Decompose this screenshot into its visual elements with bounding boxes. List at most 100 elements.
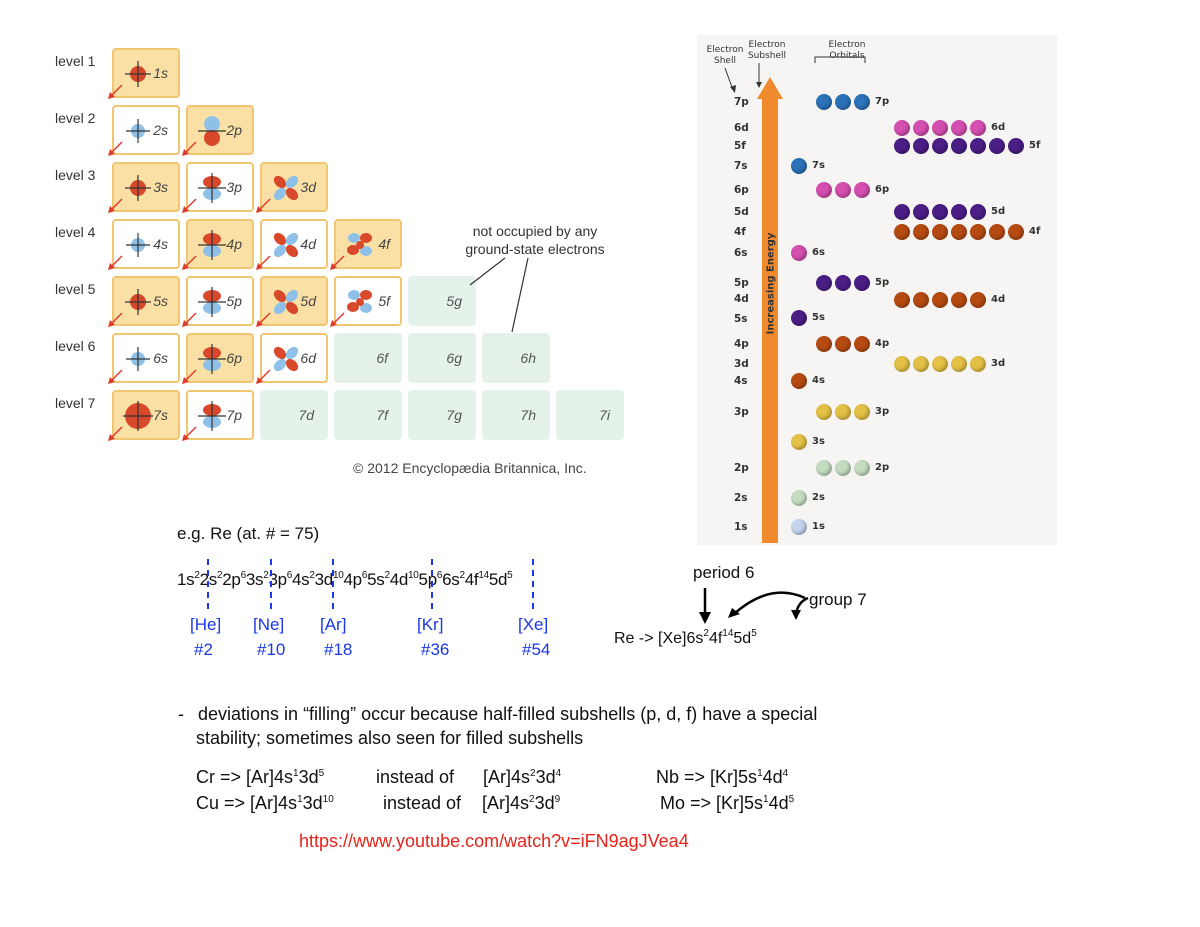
orbital-shape-icon	[196, 229, 228, 261]
subshell-label: 7h	[520, 407, 536, 423]
noble-core-0: [He]	[190, 615, 222, 634]
orbital-ball-4p	[816, 336, 832, 352]
orbital-ball-3d	[894, 356, 910, 372]
re-short-mid1: 4f	[708, 630, 723, 647]
cu-expected-sup1: 2	[529, 794, 535, 805]
config-term: 4s	[292, 570, 310, 589]
subshell-label: 5g	[446, 293, 462, 309]
note-pointer-6h	[511, 257, 529, 333]
subshell-cell-7g: 7g	[408, 390, 476, 440]
subshell-cell-6h: 6h	[482, 333, 550, 383]
subshell-cell-3s: 3s	[112, 162, 180, 212]
increasing-energy-label: Increasing Energy	[765, 232, 777, 335]
orbital-ball-3p	[854, 404, 870, 420]
orbital-ball-4f	[894, 224, 910, 240]
cr-actual-prefix: Cr => [Ar]4s	[196, 767, 294, 787]
cr-actual-sup2: 5	[318, 768, 325, 779]
config-term: 5s	[367, 570, 385, 589]
orbital-ball-5f	[913, 138, 929, 154]
orbital-ball-6d	[951, 120, 967, 136]
re-short-sup3: 5	[751, 628, 757, 639]
subshell-header-arrowhead	[756, 82, 762, 88]
deviation-note-line2: stability; sometimes also seen for fille…	[196, 728, 584, 748]
orbital-ball-5d	[951, 204, 967, 220]
orbital-ball-3d	[932, 356, 948, 372]
orbital-shape-icon	[196, 400, 228, 432]
subshell-label: 6h	[520, 350, 536, 366]
orbital-ball-6d	[932, 120, 948, 136]
config-term-exponent: 2	[309, 570, 315, 581]
divider-he	[207, 559, 209, 609]
level-label-7: level 7	[55, 395, 96, 411]
header-electron-subshell-1: Electron	[748, 40, 786, 50]
noble-atomic-number-4: #54	[522, 640, 551, 659]
orbital-ball-7p	[835, 94, 851, 110]
subshell-cell-5g: 5g	[408, 276, 476, 326]
subshell-cell-4f: 4f	[334, 219, 402, 269]
config-term-exponent: 10	[332, 570, 344, 581]
config-term: 4d	[389, 570, 409, 589]
subshell-label: 7d	[298, 407, 314, 423]
level-label-4: level 4	[55, 224, 96, 240]
cu-example: Cu => [Ar]4s13d10	[196, 793, 334, 814]
subshell-cell-6s: 6s	[112, 333, 180, 383]
filling-order-arrow-icon	[106, 82, 126, 102]
config-term-exponent: 2	[263, 570, 269, 581]
energy-header-arrows	[724, 56, 866, 93]
cr-expected-sup2: 4	[555, 768, 562, 779]
level-label-3: level 3	[55, 167, 96, 183]
cu-expected: [Ar]4s23d9	[482, 793, 560, 814]
period-arrowhead	[699, 612, 711, 624]
subshell-cell-5d: 5d	[260, 276, 328, 326]
group-arrowhead-2	[791, 610, 801, 620]
subshell-cell-7s: 7s	[112, 390, 180, 440]
mo-sup1: 1	[763, 794, 769, 805]
orbital-ball-4d	[970, 292, 986, 308]
subshell-cell-6p: 6p	[186, 333, 254, 383]
orbital-ball-3d	[913, 356, 929, 372]
orbital-ball-3d	[970, 356, 986, 372]
config-term: 5p	[418, 570, 438, 589]
energy-subshell-label-4p: 4p	[734, 338, 749, 350]
nb-example: Nb => [Kr]5s14d4	[656, 767, 788, 788]
subshell-label: 6p	[226, 350, 242, 366]
orbital-ball-6d	[913, 120, 929, 136]
orbital-row-label-1s: 1s	[812, 521, 825, 532]
orbital-ball-5f	[932, 138, 948, 154]
orbital-ball-4d	[894, 292, 910, 308]
header-electron-orbitals: Electron Orbitals	[819, 40, 875, 62]
noble-core-2: [Ar]	[320, 615, 347, 634]
orbital-ball-5f	[1008, 138, 1024, 154]
filling-order-arrow-icon	[328, 253, 348, 273]
orbital-ball-6d	[894, 120, 910, 136]
orbital-row-label-4s: 4s	[812, 375, 825, 386]
orbital-shape-icon	[344, 229, 376, 261]
filling-order-arrow-icon	[254, 196, 274, 216]
level-label-1: level 1	[55, 53, 96, 69]
cu-actual-sup2: 10	[322, 794, 334, 805]
orbital-shape-icon	[196, 115, 228, 147]
header-electron-shell: Electron Shell	[700, 45, 750, 67]
re-short-sup1: 2	[703, 628, 709, 639]
orbital-ball-5f	[970, 138, 986, 154]
orbital-ball-4f	[1008, 224, 1024, 240]
orbital-ball-7s	[791, 158, 807, 174]
divider-ne	[270, 559, 272, 609]
orbital-shape-icon	[122, 58, 154, 90]
cr-expected-prefix: [Ar]4s	[483, 767, 531, 787]
orbital-row-label-5s: 5s	[812, 312, 825, 323]
nb-prefix: Nb => [Kr]5s	[656, 767, 758, 787]
header-electron-orbitals-1: Electron	[828, 40, 866, 50]
subshell-cell-3p: 3p	[186, 162, 254, 212]
nb-sup2: 4	[782, 768, 789, 779]
youtube-link[interactable]: https://www.youtube.com/watch?v=iFN9agJV…	[299, 831, 689, 851]
subshell-label: 6g	[446, 350, 462, 366]
orbital-shape-icon	[196, 343, 228, 375]
energy-subshell-label-6p: 6p	[734, 184, 749, 196]
filling-order-arrow-icon	[106, 139, 126, 159]
orbital-shape-icon	[122, 172, 154, 204]
orbital-row-label-5f: 5f	[1029, 140, 1041, 151]
orbital-ball-4p	[835, 336, 851, 352]
energy-subshell-label-4s: 4s	[734, 375, 748, 387]
subshell-label: 4s	[153, 236, 168, 252]
